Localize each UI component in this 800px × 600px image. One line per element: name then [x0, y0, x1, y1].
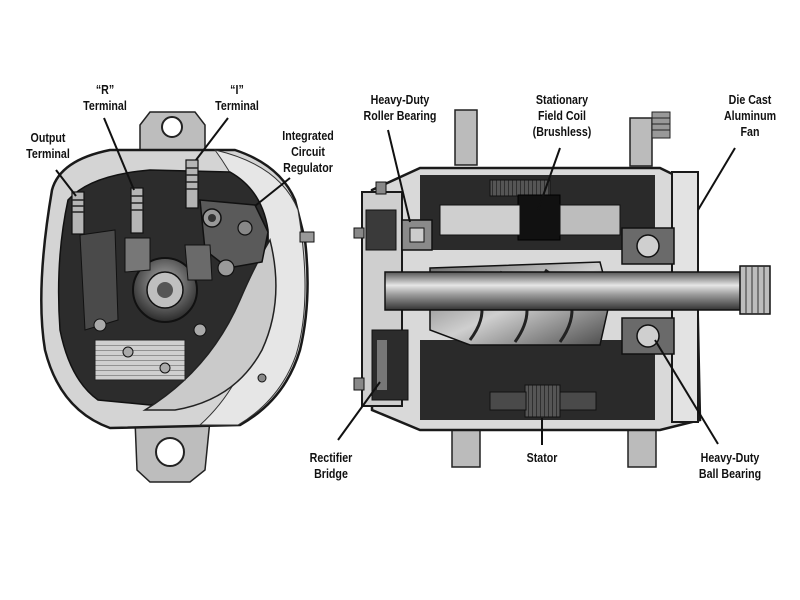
cutaway-side-view [353, 109, 771, 468]
leader-output-terminal [55, 169, 77, 197]
end-view-housing [40, 111, 315, 483]
label-line: “R” [95, 82, 115, 97]
label-line: Regulator [283, 160, 333, 175]
label-line: Fan [740, 124, 760, 139]
label-line: Ball Bearing [698, 466, 762, 481]
label-rectifier-bridge: Rectifier Bridge [302, 450, 359, 482]
label-line: Roller Bearing [363, 108, 437, 123]
label-line: “I” [230, 82, 244, 97]
label-line: Circuit [291, 144, 325, 159]
label-heavy-duty-ball-bearing: Heavy-Duty Ball Bearing [689, 450, 771, 482]
label-die-cast-aluminum-fan: Die Cast Aluminum Fan [719, 92, 781, 140]
label-line: Bridge [314, 466, 348, 481]
label-output-terminal: Output Terminal [23, 130, 72, 162]
label-line: Terminal [83, 98, 127, 113]
label-heavy-duty-roller-bearing: Heavy-Duty Roller Bearing [359, 92, 441, 124]
label-stationary-field-coil: Stationary Field Coil (Brushless) [528, 92, 597, 140]
label-line: Heavy-Duty [700, 450, 760, 465]
leader-i-terminal [195, 117, 229, 161]
label-line: Die Cast [728, 92, 772, 107]
leader-lines [55, 117, 736, 445]
label-line: (Brushless) [532, 124, 592, 139]
label-line: Terminal [215, 98, 259, 113]
leader-fan [697, 147, 736, 211]
label-line: Stator [526, 450, 558, 465]
label-line: Heavy-Duty [370, 92, 430, 107]
leader-field-coil [537, 147, 561, 211]
label-line: Integrated [282, 128, 334, 143]
label-line: Rectifier [309, 450, 353, 465]
label-r-terminal: “R” Terminal [76, 82, 133, 114]
label-i-terminal: “I” Terminal [208, 82, 265, 114]
label-line: Aluminum [723, 108, 777, 123]
leader-ball-bearing [654, 339, 719, 445]
label-line: Field Coil [538, 108, 586, 123]
leader-roller-bearing [387, 129, 411, 223]
leader-r-terminal [103, 117, 135, 191]
label-line: Terminal [26, 146, 70, 161]
label-integrated-circuit-regulator: Integrated Circuit Regulator [275, 128, 341, 176]
terminal-studs [71, 159, 199, 235]
leader-rectifier [337, 381, 381, 441]
label-line: Stationary [535, 92, 589, 107]
leader-regulator [254, 177, 291, 207]
label-stator: Stator [517, 450, 566, 466]
label-line: Output [30, 130, 66, 145]
